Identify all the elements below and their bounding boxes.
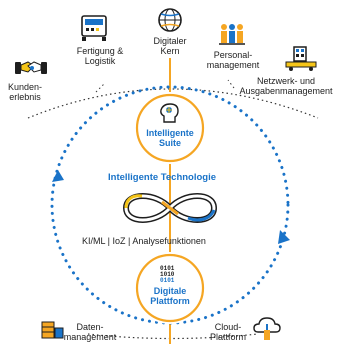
center-title: Intelligente Technologie bbox=[108, 172, 217, 183]
factory-machine-icon bbox=[81, 15, 107, 41]
platform-node-title: Digitale Plattform bbox=[150, 286, 190, 306]
cloud-icon bbox=[253, 317, 281, 340]
top-connector-arc bbox=[27, 88, 319, 119]
label-kundenerlebnis: Kunden- erlebnis bbox=[7, 82, 43, 102]
technology-list: KI/ML | IoZ | Analysefunktionen bbox=[82, 236, 206, 246]
binary-code-icon: 0101 1010 0101 bbox=[160, 265, 175, 282]
svg-text:0101: 0101 bbox=[160, 277, 175, 282]
digital-core-globe-icon bbox=[158, 8, 182, 32]
connector-fertigung bbox=[95, 83, 105, 93]
database-icon bbox=[41, 321, 64, 339]
ring-arrow-left bbox=[52, 170, 64, 182]
suite-node-title: Intelligente Suite bbox=[146, 128, 194, 148]
connector-personal bbox=[227, 79, 235, 89]
label-netzwerk-ausgaben: Netzwerk- und Ausgabenmanagement bbox=[239, 76, 333, 96]
label-digitaler-kern: Digitaler Kern bbox=[153, 36, 187, 56]
label-personalmanagement: Personal- management bbox=[206, 50, 260, 70]
ring-arrow-right bbox=[278, 230, 290, 244]
suite-node-ring bbox=[135, 93, 205, 163]
bottom-connector-line bbox=[87, 333, 259, 340]
label-fertigung-logistik: Fertigung & Logistik bbox=[76, 46, 124, 66]
label-cloud-plattform: Cloud- Plattform bbox=[209, 322, 246, 342]
platform-node-ring bbox=[135, 253, 205, 323]
svg-text:1010: 1010 bbox=[160, 271, 175, 278]
people-group-icon bbox=[219, 24, 245, 45]
network-building-icon bbox=[285, 46, 317, 71]
handshake-icon bbox=[15, 61, 47, 74]
infinity-symbol bbox=[122, 193, 218, 223]
label-datenmanagement: Daten- management bbox=[63, 322, 117, 342]
svg-text:0101: 0101 bbox=[160, 265, 175, 272]
intelligent-head-icon bbox=[160, 103, 179, 123]
